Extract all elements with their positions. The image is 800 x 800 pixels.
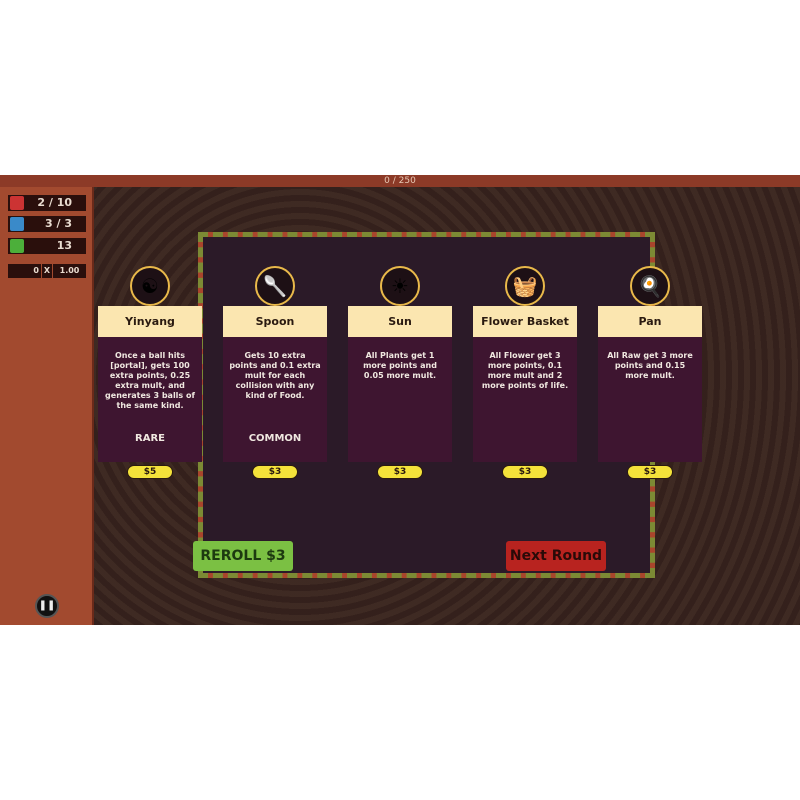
money-icon: [10, 239, 24, 253]
flags-value: 3 / 3: [45, 217, 72, 230]
card-description: All Flower get 3 more points, 0.1 more m…: [473, 337, 577, 462]
card-effect-text: Gets 10 extra points and 0.1 extra mult …: [229, 351, 321, 400]
buy-price-button[interactable]: $5: [127, 465, 173, 479]
money-value: 13: [56, 239, 72, 252]
buy-price-button[interactable]: $3: [252, 465, 298, 479]
yinyang-icon: ☯: [130, 266, 170, 306]
shop-card[interactable]: 🧺 Flower Basket All Flower get 3 more po…: [473, 266, 577, 479]
card-rarity: RARE: [135, 433, 165, 444]
pan-icon: 🍳: [630, 266, 670, 306]
money-stat: 13: [8, 238, 86, 254]
buy-price-button[interactable]: $3: [502, 465, 548, 479]
times-sign: X: [42, 264, 52, 278]
flags-stat: 3 / 3: [8, 216, 86, 232]
card-title: Sun: [348, 306, 452, 337]
reroll-button[interactable]: REROLL $3: [193, 541, 293, 571]
card-description: Once a ball hits [portal], gets 100 extr…: [98, 337, 202, 462]
card-description: All Raw get 3 more points and 0.15 more …: [598, 337, 702, 462]
card-effect-text: Once a ball hits [portal], gets 100 extr…: [105, 351, 195, 410]
sun-icon: ☀: [380, 266, 420, 306]
card-effect-text: All Plants get 1 more points and 0.05 mo…: [363, 351, 437, 380]
spoon-icon: 🥄: [255, 266, 295, 306]
card-title: Yinyang: [98, 306, 202, 337]
points-value: 0: [8, 264, 41, 278]
crown-icon: [10, 196, 24, 210]
buy-price-button[interactable]: $3: [627, 465, 673, 479]
card-effect-text: All Raw get 3 more points and 0.15 more …: [607, 351, 693, 380]
card-description: All Plants get 1 more points and 0.05 mo…: [348, 337, 452, 462]
card-effect-text: All Flower get 3 more points, 0.1 more m…: [481, 351, 569, 390]
rounds-stat: 2 / 10: [8, 195, 86, 211]
flower-basket-icon: 🧺: [505, 266, 545, 306]
shop-card[interactable]: 🥄 Spoon Gets 10 extra points and 0.1 ext…: [223, 266, 327, 479]
pause-button[interactable]: ❚❚: [35, 594, 59, 618]
card-rarity: COMMON: [248, 433, 302, 444]
shop-card[interactable]: ☀ Sun All Plants get 1 more points and 0…: [348, 266, 452, 479]
rounds-value: 2 / 10: [37, 196, 72, 209]
buy-price-button[interactable]: $3: [377, 465, 423, 479]
shop-card[interactable]: ☯ Yinyang Once a ball hits [portal], get…: [98, 266, 202, 479]
card-description: Gets 10 extra points and 0.1 extra mult …: [223, 337, 327, 462]
shop-card[interactable]: 🍳 Pan All Raw get 3 more points and 0.15…: [598, 266, 702, 479]
card-title: Flower Basket: [473, 306, 577, 337]
card-title: Pan: [598, 306, 702, 337]
mult-value: 1.00: [53, 264, 86, 278]
score-progress: 0 / 250: [0, 175, 800, 187]
flag-icon: [10, 217, 24, 231]
next-round-button[interactable]: Next Round: [506, 541, 606, 571]
card-title: Spoon: [223, 306, 327, 337]
